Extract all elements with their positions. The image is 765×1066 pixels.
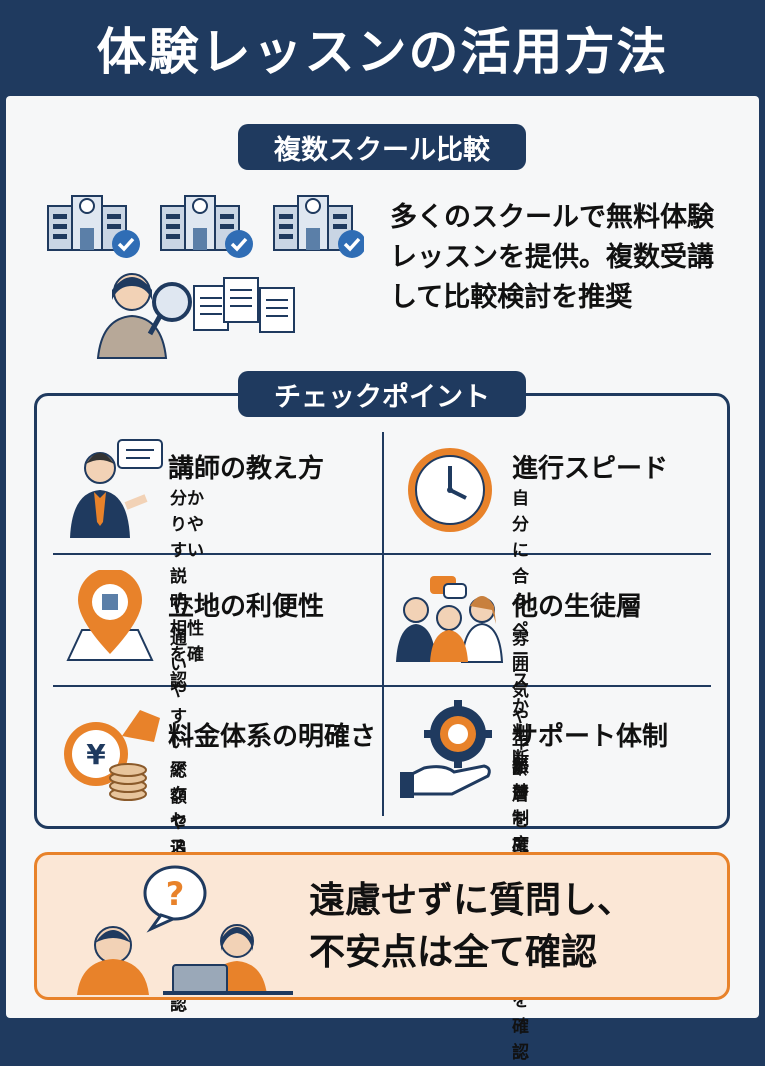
checkpoint-title: 講師の教え方 [168,454,325,484]
desc-line: 通いやすいアクセスか [170,629,187,883]
section-heading-comparison: 複数スクール比較 [238,124,526,170]
comparison-description: 多くのスクールで無料体験 レッスンを提供。複数受講 して比較検討を推奨 [390,198,750,318]
cta-box: ? 遠慮せずに質問し、 不安点は全て確認 [34,852,730,1000]
checkpoint-desc: 分かりやすい説明、 相性を確認 [170,486,204,694]
consultation-icon: ? [77,865,293,995]
desc-line: 確認 [512,1017,529,1063]
school-buildings-icon [47,194,364,260]
teacher-icon [70,439,163,538]
clock-icon [408,448,492,532]
svg-text:¥: ¥ [86,738,106,771]
cta-line: 不安点は全て確認 [309,932,598,973]
section-heading-checkpoints: チェックポイント [238,371,526,417]
page-title: 体験レッスンの活用方法 [96,23,669,81]
svg-text:?: ? [166,875,185,913]
description-line: 多くのスクールで無料体験 [390,202,714,233]
checkpoint-title: サポート体制 [512,722,669,752]
desc-line: 分かりやすい説明、 [170,489,204,613]
map-pin-icon [66,570,154,661]
desc-line: 自分に合うペースか判断 [512,489,529,769]
grid-lines [53,432,711,816]
checkpoint-desc: 自分に合うペースか判断 [512,486,529,772]
support-gear-hand-icon [400,700,492,798]
yen-coins-icon: ¥ [64,710,160,801]
cta-line: 遠慮せずに質問し、 [309,880,634,921]
checkpoint-title: 他の生徒層 [512,592,643,622]
checkpoint-desc: 通いやすいアクセスか [170,626,187,886]
cta-message: 遠慮せずに質問し、 不安点は全て確認 [309,875,633,979]
checkpoint-title: 立地の利便性 [168,592,325,622]
checkpoint-title: 進行スピード [512,454,669,484]
students-group-icon [396,576,504,663]
description-line: して比較検討を推奨 [390,282,633,313]
woman-magnifier-documents-icon [96,273,295,359]
description-line: レッスンを提供。複数受講 [390,242,714,273]
checkpoint-title: 料金体系の明確さ [168,722,377,752]
desc-line: 相性を確認 [170,619,204,691]
